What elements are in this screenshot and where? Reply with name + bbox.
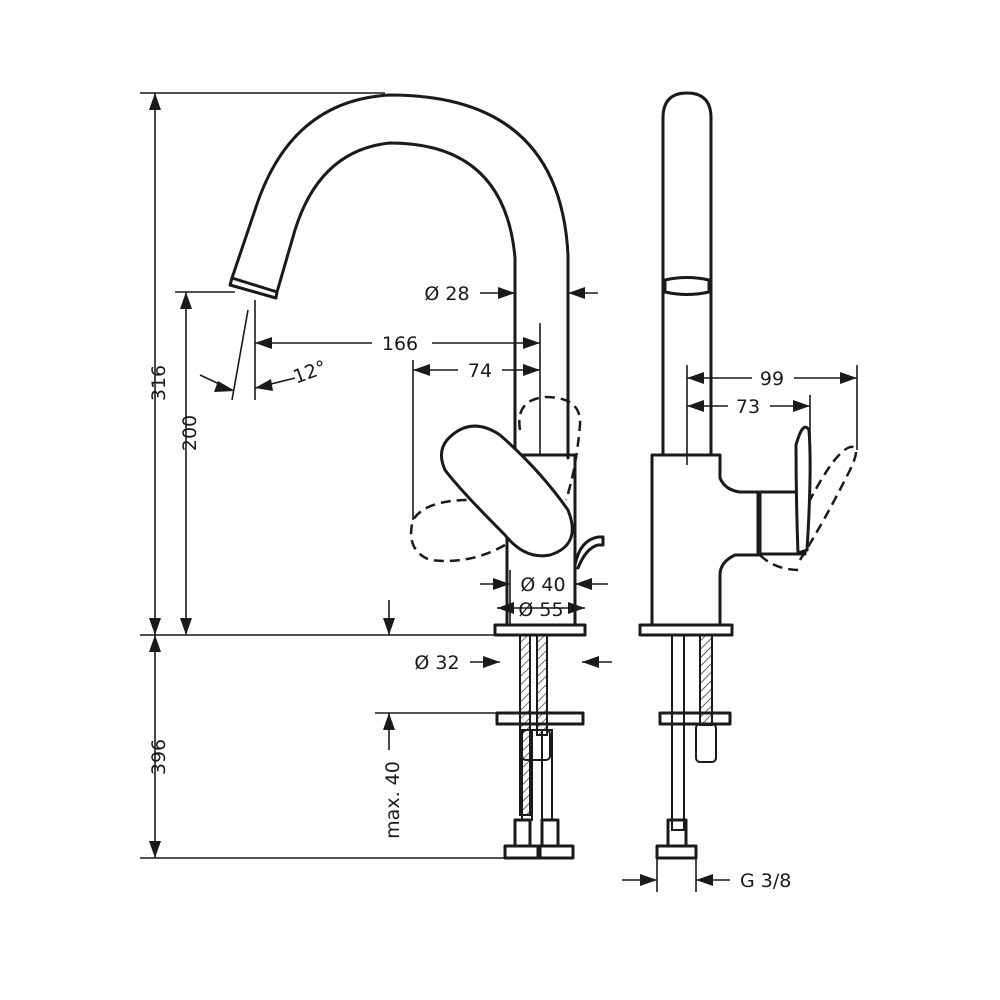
front-view <box>228 93 605 860</box>
label-side-reach-inner: 73 <box>736 396 760 418</box>
label-height-below: 396 <box>148 739 170 775</box>
label-dia-body-small: Ø 40 <box>520 574 565 596</box>
side-hose <box>671 634 685 831</box>
spout-outlet <box>228 276 279 300</box>
dimension-lines <box>140 92 858 892</box>
label-dia-body-base: Ø 55 <box>518 599 563 621</box>
side-base-plate <box>638 623 734 637</box>
spout <box>230 93 570 460</box>
label-spout-angle: 12° <box>290 356 329 388</box>
lever-position-up <box>518 395 582 501</box>
side-lever-position-dashed <box>759 445 858 572</box>
hose-connector-left <box>503 818 542 860</box>
fixing-nut <box>521 729 551 761</box>
side-fixing-nut <box>695 723 717 763</box>
threaded-rod-right <box>536 634 548 736</box>
label-dia-spout: Ø 28 <box>424 283 469 305</box>
side-view <box>638 91 858 860</box>
side-spout <box>661 91 713 457</box>
label-side-reach-outer: 99 <box>760 368 784 390</box>
popup-lever <box>573 535 605 570</box>
hose-connector-right <box>536 818 575 860</box>
side-spout-outlet <box>663 276 711 296</box>
label-height-spout: 200 <box>179 415 201 451</box>
label-max-thickness: max. 40 <box>382 761 404 839</box>
label-thread: G 3/8 <box>740 870 791 892</box>
label-lever-reach: 74 <box>468 360 492 382</box>
label-spout-reach: 166 <box>382 333 418 355</box>
side-hose-connector <box>655 818 698 860</box>
mounting-plate <box>495 711 585 726</box>
lever-handle <box>440 424 574 558</box>
base-plate <box>493 623 587 637</box>
side-mounting-plate <box>658 711 732 726</box>
dimension-labels: 316 200 396 max. 40 166 74 12° Ø 28 Ø 40… <box>148 283 794 892</box>
lever-position-side <box>409 498 506 563</box>
side-body <box>650 453 762 627</box>
label-height-total: 316 <box>148 365 170 401</box>
label-dia-shank: Ø 32 <box>414 652 459 674</box>
side-lever <box>794 425 812 556</box>
